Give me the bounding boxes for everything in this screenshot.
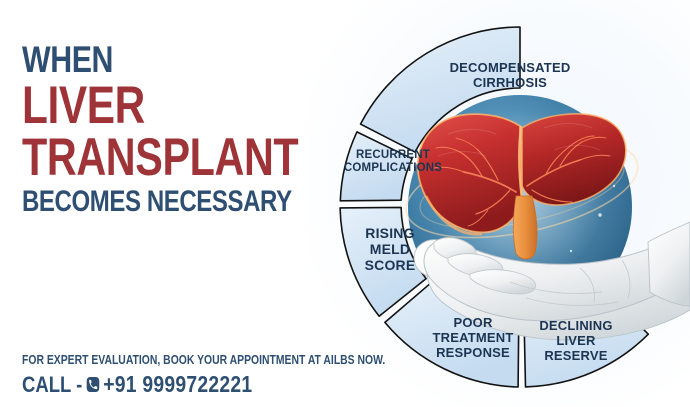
call-to-action-block: FOR EXPERT EVALUATION, BOOK YOUR APPOINT… xyxy=(22,352,386,398)
cta-phone-row[interactable]: CALL - +91 9999722221 xyxy=(22,371,291,398)
headline-block: WHEN LIVER TRANSPLANT BECOMES NECESSARY xyxy=(22,39,332,219)
segment-rising-meld-score[interactable] xyxy=(339,206,427,317)
headline-line-transplant: TRANSPLANT xyxy=(22,128,299,188)
cta-phone-number[interactable]: +91 9999722221 xyxy=(103,371,253,397)
liver-illustration xyxy=(416,113,627,260)
segment-recurrent-complications[interactable] xyxy=(339,131,413,202)
gloved-hand xyxy=(413,221,690,341)
headline-line-liver: LIVER xyxy=(22,76,145,136)
headline-line-when: WHEN xyxy=(22,39,114,80)
phone-icon xyxy=(86,377,100,392)
center-illustration xyxy=(405,95,690,341)
segment-decompensated-cirrhosis[interactable] xyxy=(359,26,521,153)
cta-text: FOR EXPERT EVALUATION, BOOK YOUR APPOINT… xyxy=(22,352,386,367)
headline-line-becomes-necessary: BECOMES NECESSARY xyxy=(22,185,292,219)
cta-call-label: CALL - xyxy=(22,371,83,397)
